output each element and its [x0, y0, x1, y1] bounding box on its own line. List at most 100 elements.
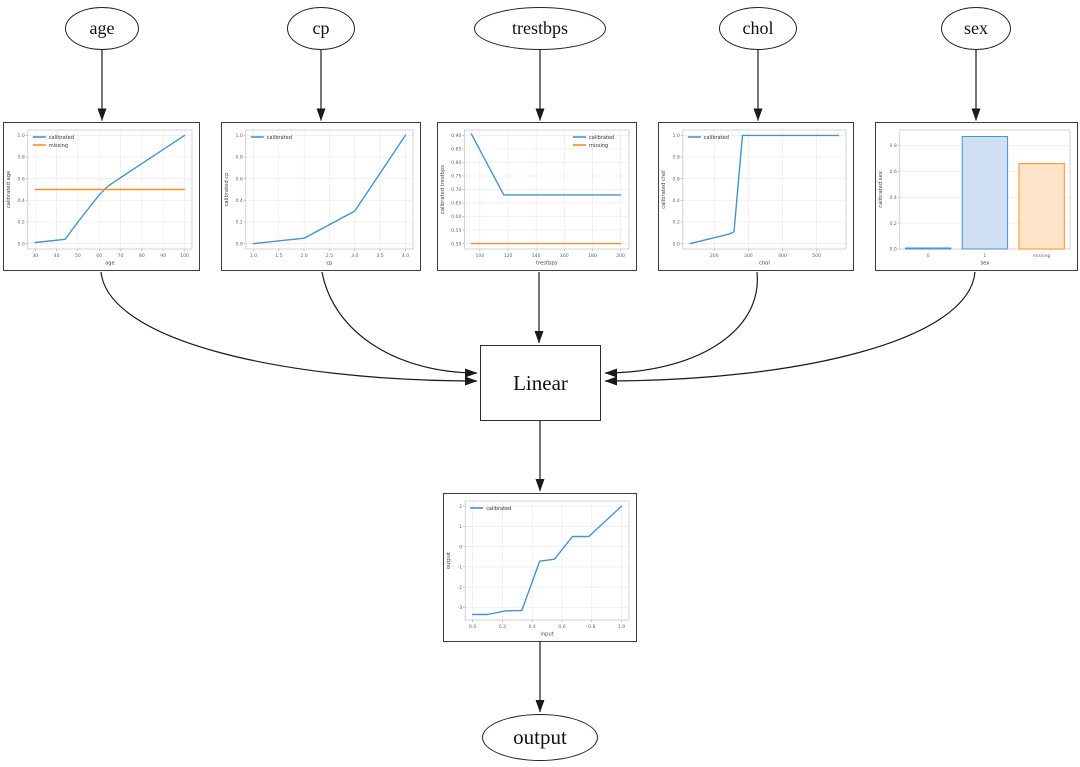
svg-text:60: 60	[96, 253, 102, 259]
edge-cp-to-linear	[321, 271, 478, 378]
svg-text:50: 50	[75, 253, 81, 259]
input-node-sex-label: sex	[964, 18, 988, 38]
svg-text:calibrated: calibrated	[267, 135, 292, 141]
svg-text:0.8: 0.8	[588, 624, 595, 630]
svg-text:0.4: 0.4	[529, 624, 536, 630]
svg-text:0.75: 0.75	[451, 174, 461, 180]
svg-text:0.65: 0.65	[451, 201, 461, 207]
svg-text:0.4: 0.4	[889, 195, 896, 201]
svg-text:90: 90	[160, 253, 166, 259]
svg-text:0.4: 0.4	[672, 198, 679, 204]
svg-text:0.6: 0.6	[235, 176, 242, 182]
input-node-trestbps-label: trestbps	[512, 18, 568, 38]
input-node-cp: cp	[287, 7, 355, 50]
svg-text:0.2: 0.2	[499, 624, 506, 630]
svg-text:180: 180	[588, 253, 597, 259]
svg-text:0.2: 0.2	[17, 220, 24, 226]
svg-text:calibrated: calibrated	[49, 135, 74, 141]
svg-text:200: 200	[710, 253, 719, 259]
svg-text:0.6: 0.6	[17, 176, 24, 182]
svg-text:0.55: 0.55	[451, 228, 461, 234]
svg-text:0: 0	[459, 544, 462, 550]
svg-text:sex: sex	[980, 261, 989, 267]
svg-text:0.8: 0.8	[672, 155, 679, 161]
output-node-label: output	[513, 725, 567, 749]
svg-text:3.0: 3.0	[351, 253, 358, 259]
svg-text:1.0: 1.0	[250, 253, 257, 259]
svg-text:trestbps: trestbps	[536, 261, 558, 267]
svg-text:120: 120	[504, 253, 513, 259]
svg-text:1.0: 1.0	[235, 133, 242, 139]
svg-text:70: 70	[118, 253, 124, 259]
svg-text:calibrated cp: calibrated cp	[224, 172, 230, 207]
input-node-age-label: age	[89, 18, 115, 38]
svg-text:1.0: 1.0	[672, 133, 679, 139]
svg-text:-2: -2	[458, 585, 463, 591]
svg-text:0.4: 0.4	[17, 198, 24, 204]
linear-node-label: Linear	[513, 370, 568, 395]
svg-text:30: 30	[32, 253, 38, 259]
svg-text:0.0: 0.0	[235, 241, 242, 247]
svg-text:0.2: 0.2	[235, 220, 242, 226]
svg-text:calibrated: calibrated	[486, 506, 511, 512]
svg-text:100: 100	[180, 253, 189, 259]
input-node-trestbps: trestbps	[474, 7, 606, 50]
svg-text:0.0: 0.0	[469, 624, 476, 630]
svg-text:0.85: 0.85	[451, 147, 461, 153]
svg-text:0.6: 0.6	[558, 624, 565, 630]
svg-text:140: 140	[532, 253, 541, 259]
svg-text:500: 500	[812, 253, 821, 259]
svg-text:missing: missing	[589, 143, 608, 149]
svg-text:output: output	[446, 552, 452, 569]
svg-text:1.0: 1.0	[17, 133, 24, 139]
svg-text:2: 2	[459, 504, 462, 510]
svg-text:160: 160	[560, 253, 569, 259]
svg-text:1: 1	[459, 524, 462, 530]
svg-text:1.0: 1.0	[618, 624, 625, 630]
svg-text:0.80: 0.80	[451, 160, 461, 166]
svg-text:400: 400	[778, 253, 787, 259]
input-node-sex: sex	[941, 7, 1011, 50]
svg-text:input: input	[540, 632, 553, 638]
input-node-chol: chol	[719, 7, 797, 50]
svg-text:missing: missing	[1033, 253, 1051, 259]
svg-text:2.0: 2.0	[300, 253, 307, 259]
svg-text:0.8: 0.8	[17, 155, 24, 161]
svg-text:3.5: 3.5	[376, 253, 383, 259]
svg-text:0.70: 0.70	[451, 187, 461, 193]
input-node-age: age	[65, 7, 139, 50]
svg-text:0.60: 0.60	[451, 214, 461, 220]
svg-text:calibrated sex: calibrated sex	[878, 171, 884, 208]
edge-sex-to-linear	[604, 271, 976, 386]
svg-text:0.4: 0.4	[235, 198, 242, 204]
svg-text:0.90: 0.90	[451, 133, 461, 139]
svg-text:200: 200	[616, 253, 625, 259]
svg-text:age: age	[105, 261, 115, 267]
svg-text:0.0: 0.0	[672, 241, 679, 247]
svg-text:missing: missing	[49, 143, 68, 149]
svg-text:-3: -3	[458, 605, 463, 611]
svg-text:calibrated: calibrated	[589, 135, 614, 141]
svg-text:100: 100	[475, 253, 484, 259]
svg-text:0.8: 0.8	[889, 143, 896, 149]
edge-age-to-linear	[100, 271, 478, 386]
svg-text:0.6: 0.6	[889, 169, 896, 175]
svg-text:cp: cp	[326, 261, 333, 267]
svg-text:0.2: 0.2	[889, 221, 896, 227]
svg-text:40: 40	[54, 253, 60, 259]
input-node-cp-label: cp	[312, 18, 330, 38]
svg-text:calibrated: calibrated	[704, 135, 729, 141]
svg-text:1: 1	[983, 253, 986, 259]
svg-text:calibrated trestbps: calibrated trestbps	[440, 165, 446, 214]
svg-text:1.5: 1.5	[275, 253, 282, 259]
